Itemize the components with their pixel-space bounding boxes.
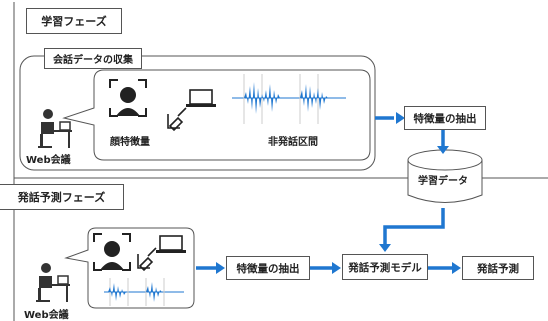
database-cylinder-icon	[407, 149, 483, 203]
face-feature-label: 顔特徴量	[110, 137, 150, 148]
face-recognition-icon	[109, 79, 147, 117]
non-speech-label: 非発話区間	[268, 137, 318, 148]
hand-pointer-icon	[167, 107, 187, 132]
face-recognition-icon	[93, 233, 131, 271]
hand-pointer-icon	[137, 247, 157, 272]
learning-feature-extraction-box: 特徴量の抽出	[404, 106, 486, 130]
speech-prediction-box: 発話予測	[462, 256, 534, 280]
learning-phase-title: 学習フェーズ	[26, 8, 122, 34]
laptop-icon	[156, 235, 186, 253]
waveform-icon	[104, 278, 184, 306]
prediction-phase-title: 発話予測フェーズ	[0, 184, 124, 210]
web-meeting-label: Web会議	[24, 310, 69, 321]
person-at-desk-icon	[36, 263, 70, 302]
web-meeting-label: Web会議	[26, 155, 71, 166]
speech-prediction-model-box: 発話予測モデル	[342, 254, 428, 280]
prediction-feature-extraction-box: 特徴量の抽出	[226, 256, 310, 280]
laptop-icon	[186, 89, 216, 107]
collection-frame	[19, 55, 376, 171]
speech-bubble-learning	[62, 69, 371, 161]
flow-arrows	[196, 116, 452, 270]
arrow-heads	[216, 112, 461, 274]
training-data-label: 学習データ	[418, 176, 468, 187]
person-at-desk-icon	[38, 109, 72, 148]
collection-title: 会話データの収集	[44, 48, 142, 69]
waveform-icon	[232, 74, 346, 124]
